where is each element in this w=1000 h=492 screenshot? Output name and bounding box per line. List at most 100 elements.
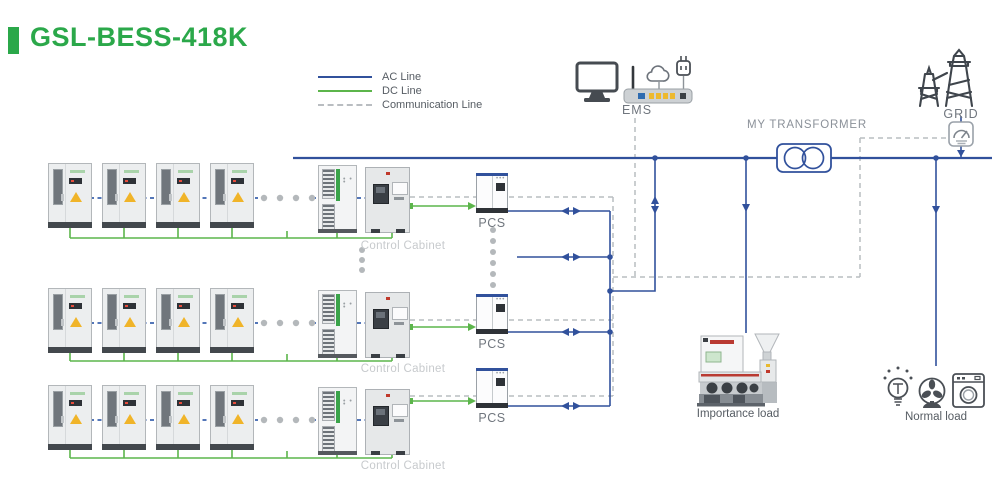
indicator-dots: • • •	[343, 398, 353, 408]
battery-cabinet	[156, 288, 200, 353]
status-led	[71, 305, 74, 307]
brand-mark	[178, 295, 193, 298]
cabinet-door-seam	[173, 386, 174, 449]
battery-cabinet	[210, 385, 254, 450]
control-cabinet-main	[365, 389, 410, 455]
door-handle	[169, 416, 172, 423]
pcs-display	[496, 183, 505, 191]
vent-grille-icon	[215, 294, 225, 330]
pcs-top-strip	[476, 368, 508, 371]
ac-junctions	[607, 155, 939, 335]
door-handle	[115, 416, 118, 423]
status-led	[233, 402, 236, 404]
control-cabinet-rack: • • •	[318, 387, 357, 455]
warning-triangle-icon	[178, 192, 190, 202]
indicator-dots: • • •	[343, 301, 353, 311]
bulb-icon	[883, 366, 913, 406]
dc-connectors	[407, 202, 476, 405]
pcs-unit: •••	[476, 294, 508, 334]
door-handle	[61, 319, 64, 326]
pcs-door-seam	[492, 176, 493, 210]
pcs-label: PCS	[478, 337, 506, 351]
importance-load-icon	[697, 333, 780, 407]
pcs-base	[476, 403, 508, 408]
legend-row-comm: Communication Line	[318, 98, 482, 112]
power-plug-icon	[676, 56, 691, 76]
control-knobs	[394, 419, 404, 422]
cabinet-base	[318, 229, 357, 233]
ems-router-icon	[623, 65, 693, 104]
status-led	[233, 305, 236, 307]
brand-mark	[178, 170, 193, 173]
battery-cabinet	[210, 288, 254, 353]
status-led	[71, 180, 74, 182]
status-display	[123, 303, 136, 309]
status-led	[71, 402, 74, 404]
control-cabinet-label: Control Cabinet	[360, 460, 446, 472]
pcs-base	[476, 208, 508, 213]
cabinet-base	[48, 444, 92, 450]
green-stripe	[336, 391, 340, 423]
control-cabinet-rack: • • •	[318, 290, 357, 358]
warning-triangle-icon	[124, 317, 136, 327]
ellipsis-dots	[260, 194, 496, 424]
washing-machine-icon	[952, 373, 985, 408]
status-led	[125, 180, 128, 182]
status-display	[69, 303, 82, 309]
screen-glare	[376, 312, 385, 318]
pcs-top-strip	[476, 173, 508, 176]
battery-cabinet	[156, 385, 200, 450]
brand-mark	[124, 392, 139, 395]
status-led	[386, 394, 390, 397]
cabinet-foot	[371, 354, 380, 358]
dc-line-label: DC Line	[382, 85, 422, 97]
warning-triangle-icon	[232, 414, 244, 424]
pcs-display	[496, 378, 505, 386]
legend-row-ac: AC Line	[318, 70, 482, 84]
cabinet-door-seam	[119, 289, 120, 352]
brand-mark	[232, 392, 247, 395]
door-handle	[169, 194, 172, 201]
indicator-dots: •••	[496, 297, 506, 303]
vent-grille-icon	[322, 391, 335, 421]
communication-lines	[410, 118, 948, 397]
battery-cabinet	[48, 163, 92, 228]
control-cabinet-main	[365, 167, 410, 233]
vent-grille-icon	[161, 169, 171, 205]
hmi-screen	[373, 406, 389, 426]
screen-glare	[376, 187, 385, 193]
status-led	[179, 402, 182, 404]
cabinet-door-seam	[227, 386, 228, 449]
access-panel	[392, 182, 408, 195]
brand-mark	[124, 295, 139, 298]
green-stripe	[336, 169, 340, 201]
door-handle	[61, 194, 64, 201]
cabinet-door-seam	[227, 289, 228, 352]
status-display	[177, 400, 190, 406]
cabinet-door-seam	[173, 164, 174, 227]
cabinet-base	[156, 444, 200, 450]
grid-label: GRID	[943, 107, 979, 121]
brand-mark	[232, 295, 247, 298]
pcs-label: PCS	[478, 216, 506, 230]
status-display	[231, 303, 244, 309]
status-led	[386, 297, 390, 300]
battery-cabinet	[48, 385, 92, 450]
title-accent-bar	[8, 27, 19, 54]
battery-cabinet	[102, 385, 146, 450]
control-cabinet-label: Control Cabinet	[360, 240, 446, 252]
cabinet-foot	[371, 451, 380, 455]
hmi-screen	[373, 309, 389, 329]
warning-triangle-icon	[232, 317, 244, 327]
status-display	[231, 178, 244, 184]
ac-arrows	[561, 150, 965, 410]
control-knobs	[394, 197, 404, 200]
warning-triangle-icon	[178, 317, 190, 327]
meter-icon	[948, 121, 974, 147]
door-handle	[115, 319, 118, 326]
warning-triangle-icon	[178, 414, 190, 424]
status-display	[177, 178, 190, 184]
vent-grille-icon	[215, 391, 225, 427]
door-handle	[169, 319, 172, 326]
